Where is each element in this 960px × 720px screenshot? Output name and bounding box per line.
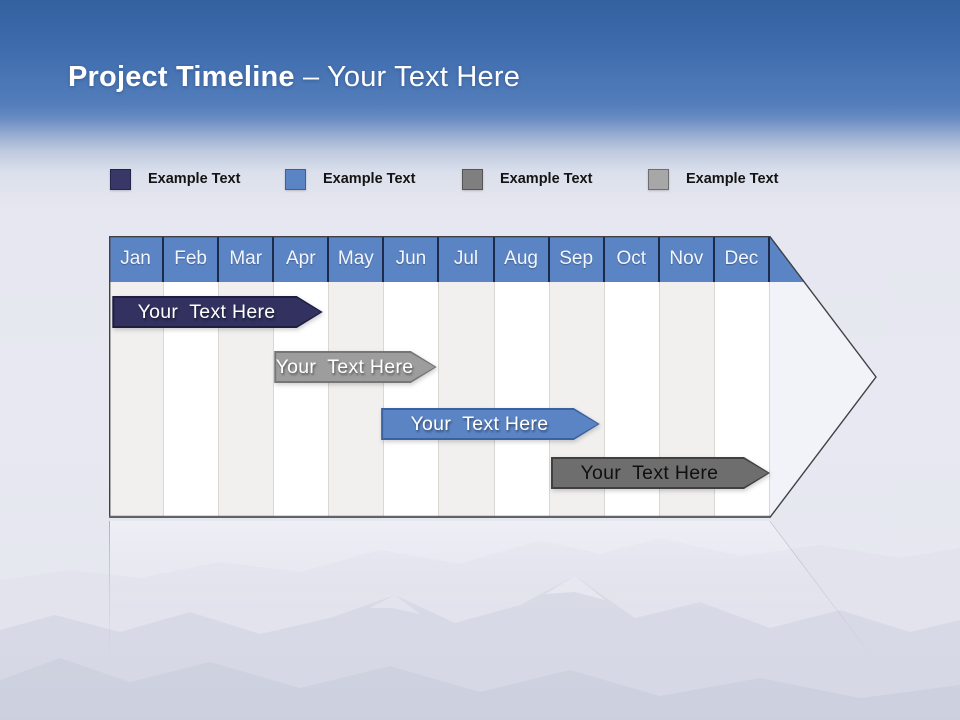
month-cell-jul: Jul [439, 236, 495, 282]
month-cell-feb: Feb [164, 236, 220, 282]
month-column-jul [439, 282, 495, 518]
month-cell-sep: Sep [550, 236, 605, 282]
task-arrow-label: Your Text Here [410, 412, 549, 435]
legend-item-1: Example Text [110, 167, 240, 191]
month-cell-nov: Nov [660, 236, 715, 282]
page-title-bold: Project Timeline [68, 61, 295, 93]
page-title-rest: – Your Text Here [294, 61, 521, 93]
month-cell-jan: Jan [109, 236, 165, 282]
month-column-may [329, 282, 385, 518]
task-arrow-1: Your Text Here [112, 296, 322, 328]
legend-label: Example Text [148, 171, 241, 187]
task-arrow-label: Your Text Here [580, 461, 719, 484]
legend-swatch [285, 168, 306, 190]
legend-swatch [462, 168, 483, 190]
month-cell-oct: Oct [605, 236, 660, 282]
legend-item-2: Example Text [285, 167, 415, 191]
legend-label: Example Text [500, 171, 593, 187]
month-cell-dec: Dec [715, 236, 770, 282]
month-cell-aug: Aug [495, 236, 550, 282]
task-arrow-4: Your Text Here [551, 457, 770, 489]
month-cell-may: May [329, 236, 385, 282]
legend-swatch [648, 168, 669, 190]
legend-item-4: Example Text [648, 167, 778, 191]
legend-item-3: Example Text [462, 167, 592, 191]
legend-label: Example Text [323, 171, 416, 187]
month-cell-mar: Mar [219, 236, 275, 282]
month-cell-jun: Jun [384, 236, 440, 282]
month-column-jun [384, 282, 440, 518]
task-arrow-3: Your Text Here [381, 408, 600, 440]
task-arrow-label: Your Text Here [137, 300, 276, 323]
task-arrow-label: Your Text Here [275, 355, 414, 378]
legend-swatch [110, 168, 131, 190]
month-cell-apr: Apr [274, 236, 330, 282]
page-title: Project Timeline – Your Text Here [68, 61, 520, 94]
legend-label: Example Text [686, 171, 779, 187]
task-arrow-2: Your Text Here [274, 351, 436, 383]
month-column-aug [494, 282, 550, 518]
